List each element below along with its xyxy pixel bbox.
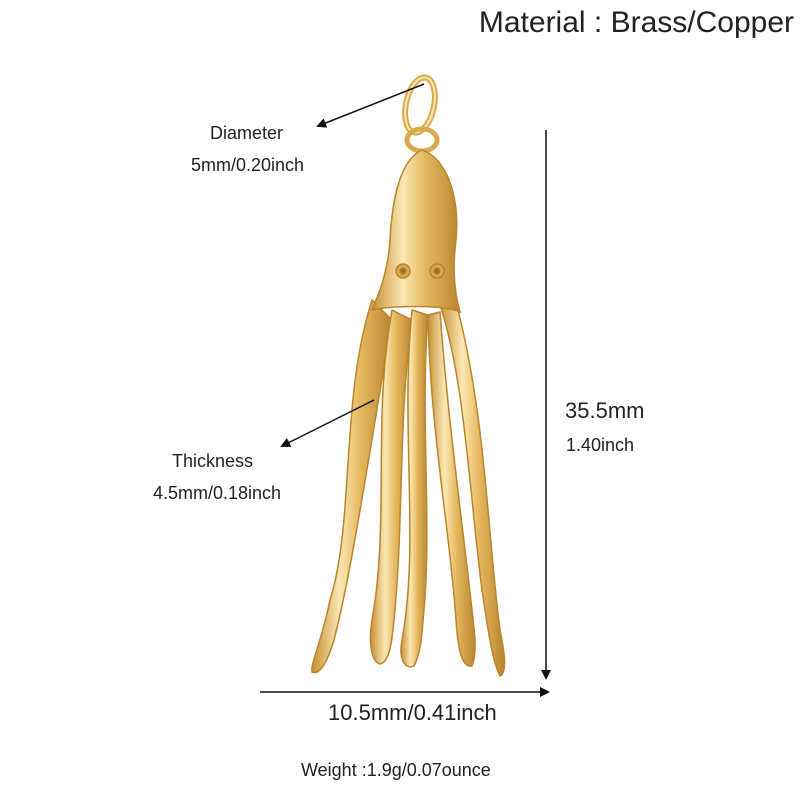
diameter-value: 5mm/0.20inch [191,155,305,175]
material-title: Material : Brass/Copper [478,6,794,39]
height-inch-value: 1.40inch [566,435,635,455]
weight-value: Weight :1.9g/0.07ounce [301,760,491,780]
height-mm-value: 35.5mm [565,398,645,423]
diameter-label: Diameter [210,123,284,143]
octopus-pendant [311,149,506,678]
thickness-arrow [280,399,375,447]
width-value: 10.5mm/0.41inch [328,700,497,725]
thickness-value: 4.5mm/0.18inch [153,483,282,503]
thickness-label: Thickness [172,451,254,471]
diameter-arrow [316,83,425,128]
